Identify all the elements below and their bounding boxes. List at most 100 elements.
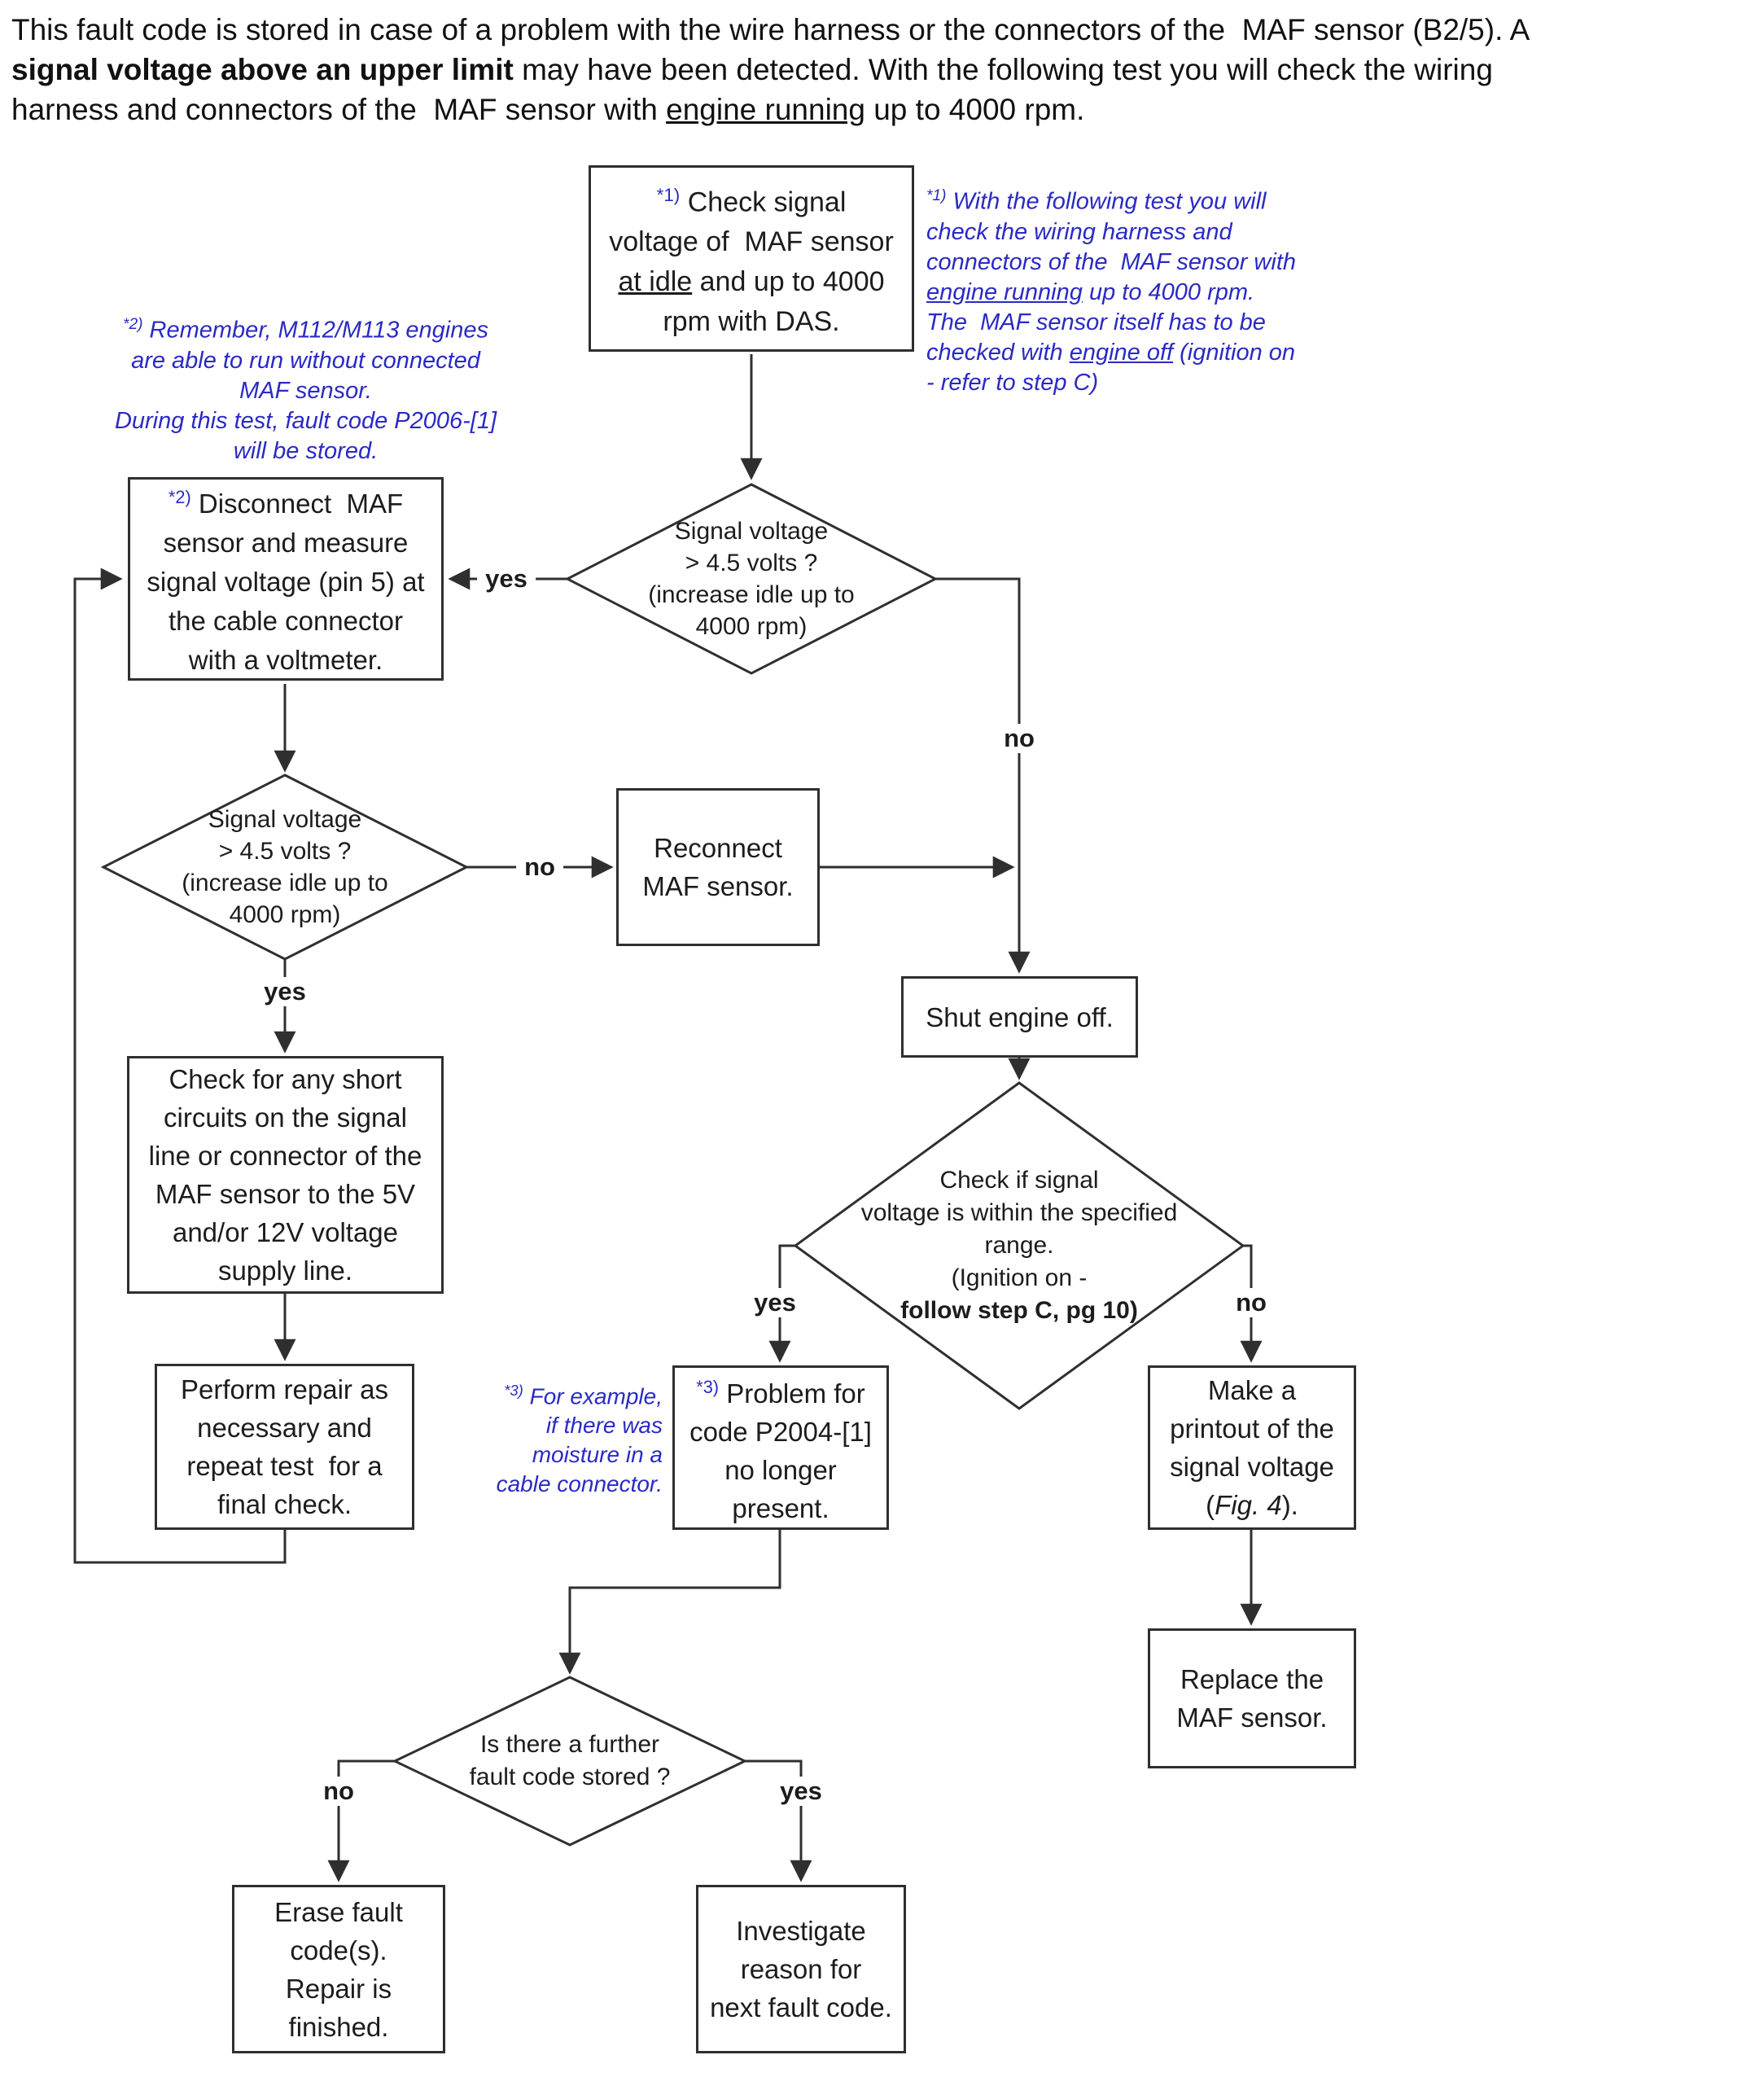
node-perform-repair: Perform repair as necessary and repeat t…	[155, 1364, 414, 1530]
connector-diamond4-yes	[745, 1759, 812, 1882]
note-1: *1) With the following test you will che…	[926, 181, 1337, 398]
node-line: printout of the	[1170, 1413, 1334, 1444]
connector-diamond4-no	[327, 1759, 395, 1882]
node-line: Check for any short	[169, 1064, 402, 1094]
node-line: fault code stored ?	[469, 1764, 671, 1790]
connector-repair-feedback-loop	[73, 567, 287, 1564]
node-shut-engine-off: Shut engine off.	[901, 976, 1138, 1058]
node-line: (increase idle up to	[648, 581, 855, 608]
node-line: 4000 rpm)	[695, 613, 808, 640]
node-line: Erase fault	[274, 1896, 403, 1927]
connector-diamond3-no	[1240, 1244, 1263, 1363]
node-line: signal voltage	[1170, 1452, 1334, 1482]
note-line: - refer to step C)	[926, 369, 1099, 396]
note-line: *1) With the following test you will	[926, 187, 1267, 215]
node-line: code P2004-[1]	[689, 1417, 872, 1447]
connector-diamond3-yes	[768, 1244, 795, 1363]
note-3: *3) For example, if there was moisture i…	[449, 1376, 663, 1499]
node-line: *1) Check signal	[656, 184, 847, 218]
note-line: MAF sensor.	[239, 377, 372, 404]
node-problem-no-longer-present: *3) Problem for code P2004-[1] no longer…	[672, 1365, 889, 1530]
note-line: The MAF sensor itself has to be	[926, 309, 1266, 335]
diamond-text-further-fault-code: Is there a further fault code stored ?	[395, 1677, 745, 1845]
node-line: repeat test for a	[186, 1451, 383, 1481]
node-line: > 4.5 volts ?	[218, 838, 352, 865]
connector-problem-to-diamond4	[558, 1530, 781, 1675]
node-line: MAF sensor.	[642, 871, 794, 901]
decision-diamond-signal-voltage-2	[100, 773, 470, 961]
note-line: checked with engine off (ignition on	[926, 339, 1296, 366]
intro-line-3: harness and connectors of the MAF sensor…	[11, 93, 1085, 126]
branch-label-yes-diamond3: yes	[746, 1288, 804, 1317]
note-line: cable connector.	[496, 1471, 663, 1497]
node-line: (increase idle up to	[182, 870, 388, 896]
node-line: > 4.5 volts ?	[685, 550, 818, 576]
node-line: 4000 rpm)	[229, 901, 341, 928]
note-line: if there was	[545, 1413, 663, 1439]
node-line: next fault code.	[710, 1992, 892, 2022]
node-line: Shut engine off.	[926, 1001, 1114, 1032]
intro-line-1: This fault code is stored in case of a p…	[11, 13, 1530, 46]
note-line: connectors of the MAF sensor with	[926, 248, 1297, 275]
node-line: follow step C, pg 10)	[900, 1297, 1138, 1324]
intro-line-2: signal voltage above an upper limit may …	[11, 53, 1493, 86]
note-line: will be stored.	[233, 437, 379, 464]
node-line: circuits on the signal	[164, 1102, 407, 1133]
decision-diamond-further-fault-code	[392, 1676, 748, 1847]
node-line: signal voltage (pin 5) at	[147, 567, 425, 597]
branch-label-no-diamond3: no	[1228, 1288, 1275, 1317]
node-line: (Fig. 4).	[1206, 1490, 1298, 1520]
branch-label-yes-diamond4: yes	[772, 1777, 830, 1806]
node-line: (Ignition on -	[951, 1264, 1088, 1291]
intro-paragraph: This fault code is stored in case of a p…	[11, 10, 1758, 129]
note-line: are able to run without connected	[131, 347, 480, 374]
node-line: finished.	[288, 2011, 389, 2042]
node-line: Reconnect	[654, 833, 782, 863]
node-line: Perform repair as	[181, 1374, 388, 1404]
decision-diamond-signal-voltage-1	[564, 483, 939, 675]
node-line: at idle and up to 4000	[618, 266, 885, 298]
node-line: sensor and measure	[163, 528, 409, 558]
node-line: Investigate	[736, 1916, 866, 1946]
note-line: *3) For example,	[504, 1382, 663, 1409]
note-line: check the wiring harness and	[926, 218, 1232, 245]
diamond-text-signal-voltage-2: Signal voltage > 4.5 volts ? (increase i…	[103, 775, 466, 959]
node-line: and/or 12V voltage	[172, 1217, 399, 1247]
node-check-short-circuits: Check for any short circuits on the sign…	[127, 1056, 444, 1294]
note-line: *2) Remember, M112/M113 engines	[123, 316, 488, 344]
node-disconnect-maf: *2) Disconnect MAF sensor and measure si…	[128, 477, 444, 681]
node-line: Make a	[1207, 1375, 1297, 1405]
node-line: Is there a further	[479, 1731, 660, 1758]
connector-diamond1-no	[935, 577, 1031, 974]
node-line: the cable connector	[168, 606, 404, 636]
branch-label-no-diamond2: no	[516, 852, 563, 882]
node-check-signal-voltage: *1) Check signal voltage of MAF sensor a…	[589, 165, 914, 352]
node-line: supply line.	[217, 1255, 353, 1286]
node-line: with a voltmeter.	[188, 645, 383, 675]
node-line: Signal voltage	[674, 518, 829, 545]
node-line: Check if signal	[939, 1167, 1099, 1194]
node-line: line or connector of the	[148, 1141, 422, 1171]
node-line: MAF sensor.	[1176, 1702, 1328, 1733]
node-line: final check.	[217, 1489, 352, 1519]
node-investigate-reason: Investigate reason for next fault code.	[696, 1885, 906, 2053]
branch-label-yes-diamond1: yes	[477, 564, 536, 594]
node-line: present.	[732, 1493, 829, 1523]
decision-diamond-voltage-range	[793, 1081, 1245, 1410]
node-erase-fault-codes: Erase fault code(s). Repair is finished.	[232, 1885, 445, 2053]
node-reconnect-maf: Reconnect MAF sensor.	[616, 788, 820, 946]
branch-label-no-diamond4: no	[315, 1777, 362, 1806]
branch-label-no-diamond1: no	[996, 724, 1043, 753]
node-line: code(s).	[290, 1935, 387, 1965]
note-line: moisture in a	[532, 1442, 663, 1468]
node-line: reason for	[740, 1954, 862, 1984]
node-line: rpm with DAS.	[663, 306, 840, 338]
note-2: *2) Remember, M112/M113 engines are able…	[104, 309, 507, 467]
node-line: range.	[984, 1232, 1054, 1259]
node-line: voltage is within the specified	[860, 1199, 1178, 1226]
diamond-text-voltage-range: Check if signal voltage is within the sp…	[795, 1083, 1243, 1409]
node-line: *3) Problem for	[696, 1377, 865, 1409]
note-line: During this test, fault code P2006-[1]	[114, 407, 497, 434]
node-line: necessary and	[197, 1413, 372, 1443]
